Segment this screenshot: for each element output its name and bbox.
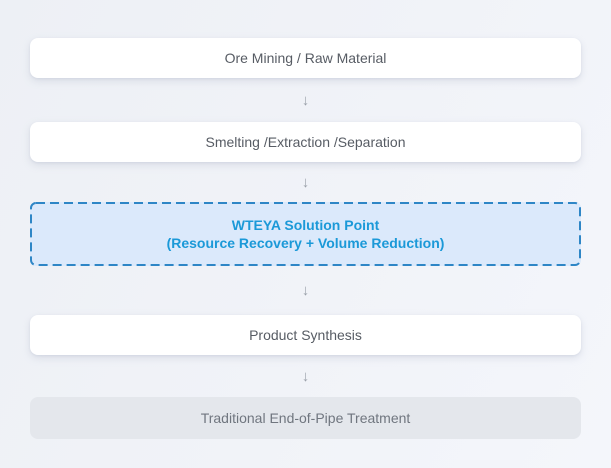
down-arrow-icon: ↓ [301, 367, 310, 385]
down-arrow-icon: ↓ [301, 91, 310, 109]
flow-box-wteya-solution: WTEYA Solution Point (Resource Recovery … [30, 202, 581, 266]
flow-box-ore-mining: Ore Mining / Raw Material [30, 38, 581, 78]
flow-box-label: Smelting /Extraction /Separation [205, 134, 406, 150]
flow-box-label: Ore Mining / Raw Material [224, 50, 387, 66]
down-arrow-icon: ↓ [301, 173, 310, 191]
flow-box-end-of-pipe: Traditional End-of-Pipe Treatment [30, 397, 581, 439]
flow-box-label: Product Synthesis [249, 327, 362, 343]
flow-box-smelting: Smelting /Extraction /Separation [30, 122, 581, 162]
flow-box-product-synthesis: Product Synthesis [30, 315, 581, 355]
flow-box-label: Traditional End-of-Pipe Treatment [200, 410, 411, 426]
highlight-subtitle: (Resource Recovery + Volume Reduction) [166, 235, 445, 251]
down-arrow-icon: ↓ [301, 282, 310, 299]
highlight-title: WTEYA Solution Point [231, 217, 380, 233]
